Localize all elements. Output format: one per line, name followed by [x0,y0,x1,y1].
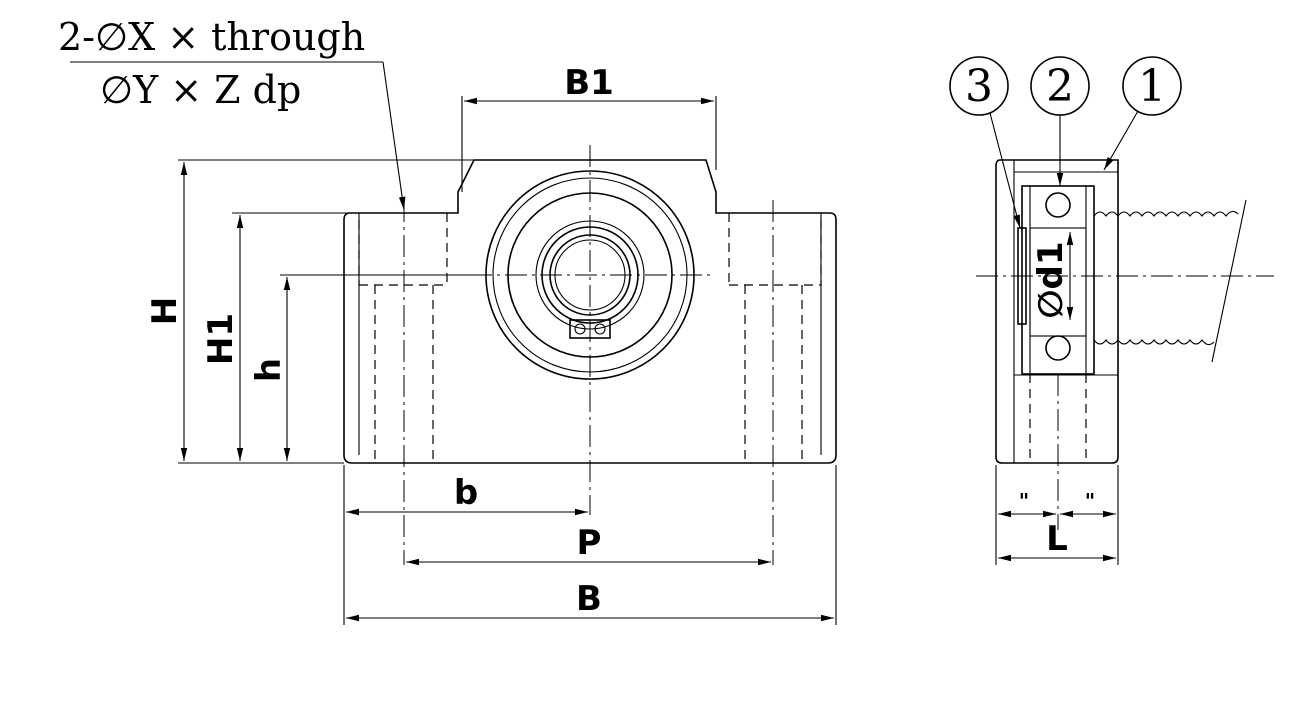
side-housing-outline [995,159,1119,464]
svg-text:2: 2 [1046,61,1074,112]
callout-2: 2 [1030,56,1090,186]
dim-P-label: P [577,523,602,563]
dim-B-label: B [576,579,602,619]
note-line-1: 2-∅X × through [58,15,365,59]
callout-3: 3 [949,56,1021,229]
left-counterbore [358,200,448,565]
threaded-shaft [976,199,1274,363]
svg-text:3: 3 [965,61,993,112]
dim-H-label: H [145,297,185,325]
block-outline [343,159,837,464]
dim-H1-label: H1 [201,313,241,365]
front-view: B1 H H1 h b P B 2-∅X × through ∅Y × Z dp [58,15,837,625]
svg-text:1: 1 [1138,61,1166,112]
note-line-2: ∅Y × Z dp [100,68,301,112]
bearing-housing [470,145,712,515]
side-view: ∅d1 " " L 3 2 1 [949,56,1274,565]
callout-1: 1 [1103,56,1182,171]
dim-d1-label: ∅d1 [1031,241,1071,318]
dim-quote-left: " [1019,489,1029,513]
dim-L-label: L [1046,519,1068,559]
dim-B1-label: B1 [564,63,614,103]
dim-h-label: h [249,358,289,382]
right-counterbore [728,200,822,565]
dim-b-label: b [454,473,478,513]
dim-quote-right: " [1085,489,1095,513]
